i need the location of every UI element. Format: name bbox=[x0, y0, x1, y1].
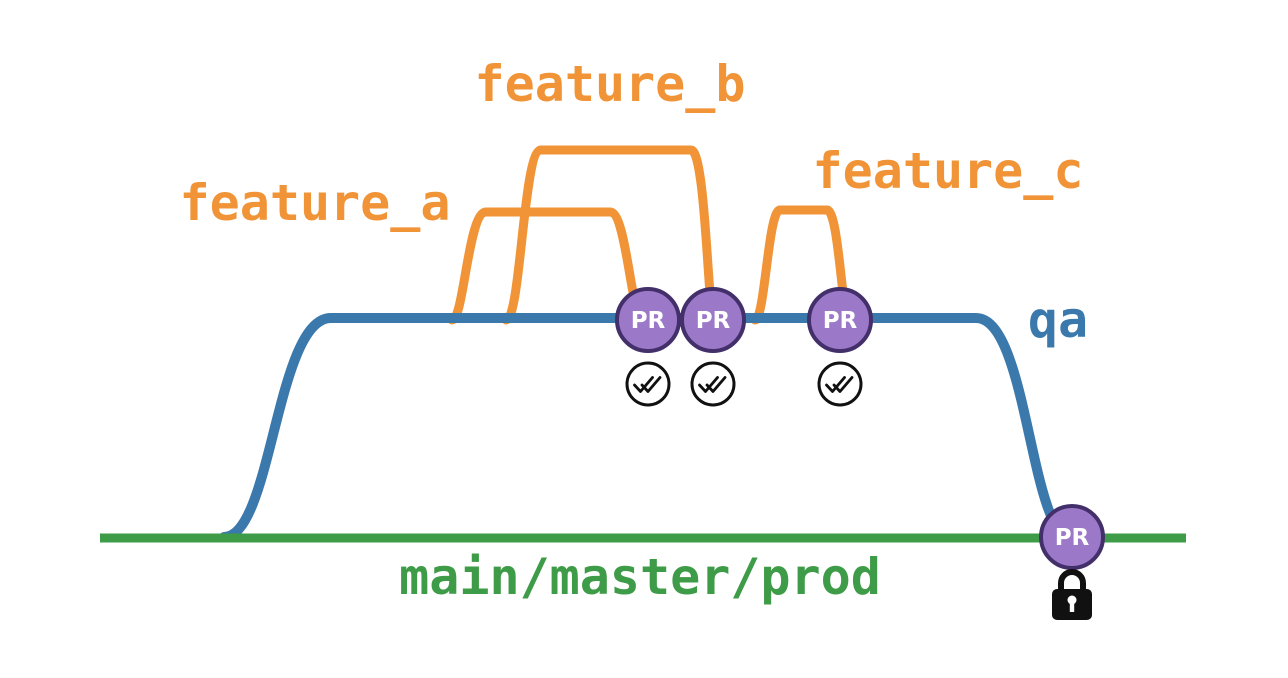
feature-a-label: feature_a bbox=[180, 174, 451, 232]
feature-a-branch-line bbox=[447, 207, 648, 325]
check-mark bbox=[633, 376, 654, 393]
pr-badge-feature-c: PR bbox=[807, 287, 873, 353]
check-mark bbox=[705, 376, 727, 393]
qa-label: qa bbox=[1028, 291, 1088, 349]
pr-badge-label: PR bbox=[823, 308, 858, 334]
pr-badge-feature-a: PR bbox=[615, 287, 681, 353]
pr-badge-label: PR bbox=[631, 308, 666, 334]
main-label: main/master/prod bbox=[399, 548, 881, 606]
double-check-icon bbox=[817, 361, 863, 407]
lock-keyhole-slot bbox=[1069, 601, 1075, 612]
pr-badge-label: PR bbox=[1055, 525, 1090, 551]
pr-badge-circle bbox=[615, 287, 681, 353]
double-check-icon bbox=[625, 361, 671, 407]
double-check-icon bbox=[690, 361, 736, 407]
feature-c-label: feature_c bbox=[813, 142, 1084, 200]
pr-badge-qa-to-main: PR bbox=[1039, 504, 1105, 570]
lock-shackle bbox=[1058, 569, 1086, 591]
pr-badge-label: PR bbox=[696, 308, 731, 334]
feature-b-label: feature_b bbox=[475, 55, 746, 113]
feature-b-branch-line bbox=[501, 145, 719, 325]
pr-badge-circle bbox=[807, 287, 873, 353]
pr-badge-circle bbox=[1039, 504, 1105, 570]
lock-icon bbox=[1052, 569, 1092, 620]
check-mark bbox=[825, 376, 846, 393]
lock-keyhole bbox=[1067, 595, 1077, 605]
pr-badge-circle bbox=[680, 287, 746, 353]
check-mark bbox=[640, 376, 662, 393]
pr-badge-feature-b: PR bbox=[680, 287, 746, 353]
check-mark bbox=[698, 376, 719, 393]
check-mark bbox=[832, 376, 854, 393]
